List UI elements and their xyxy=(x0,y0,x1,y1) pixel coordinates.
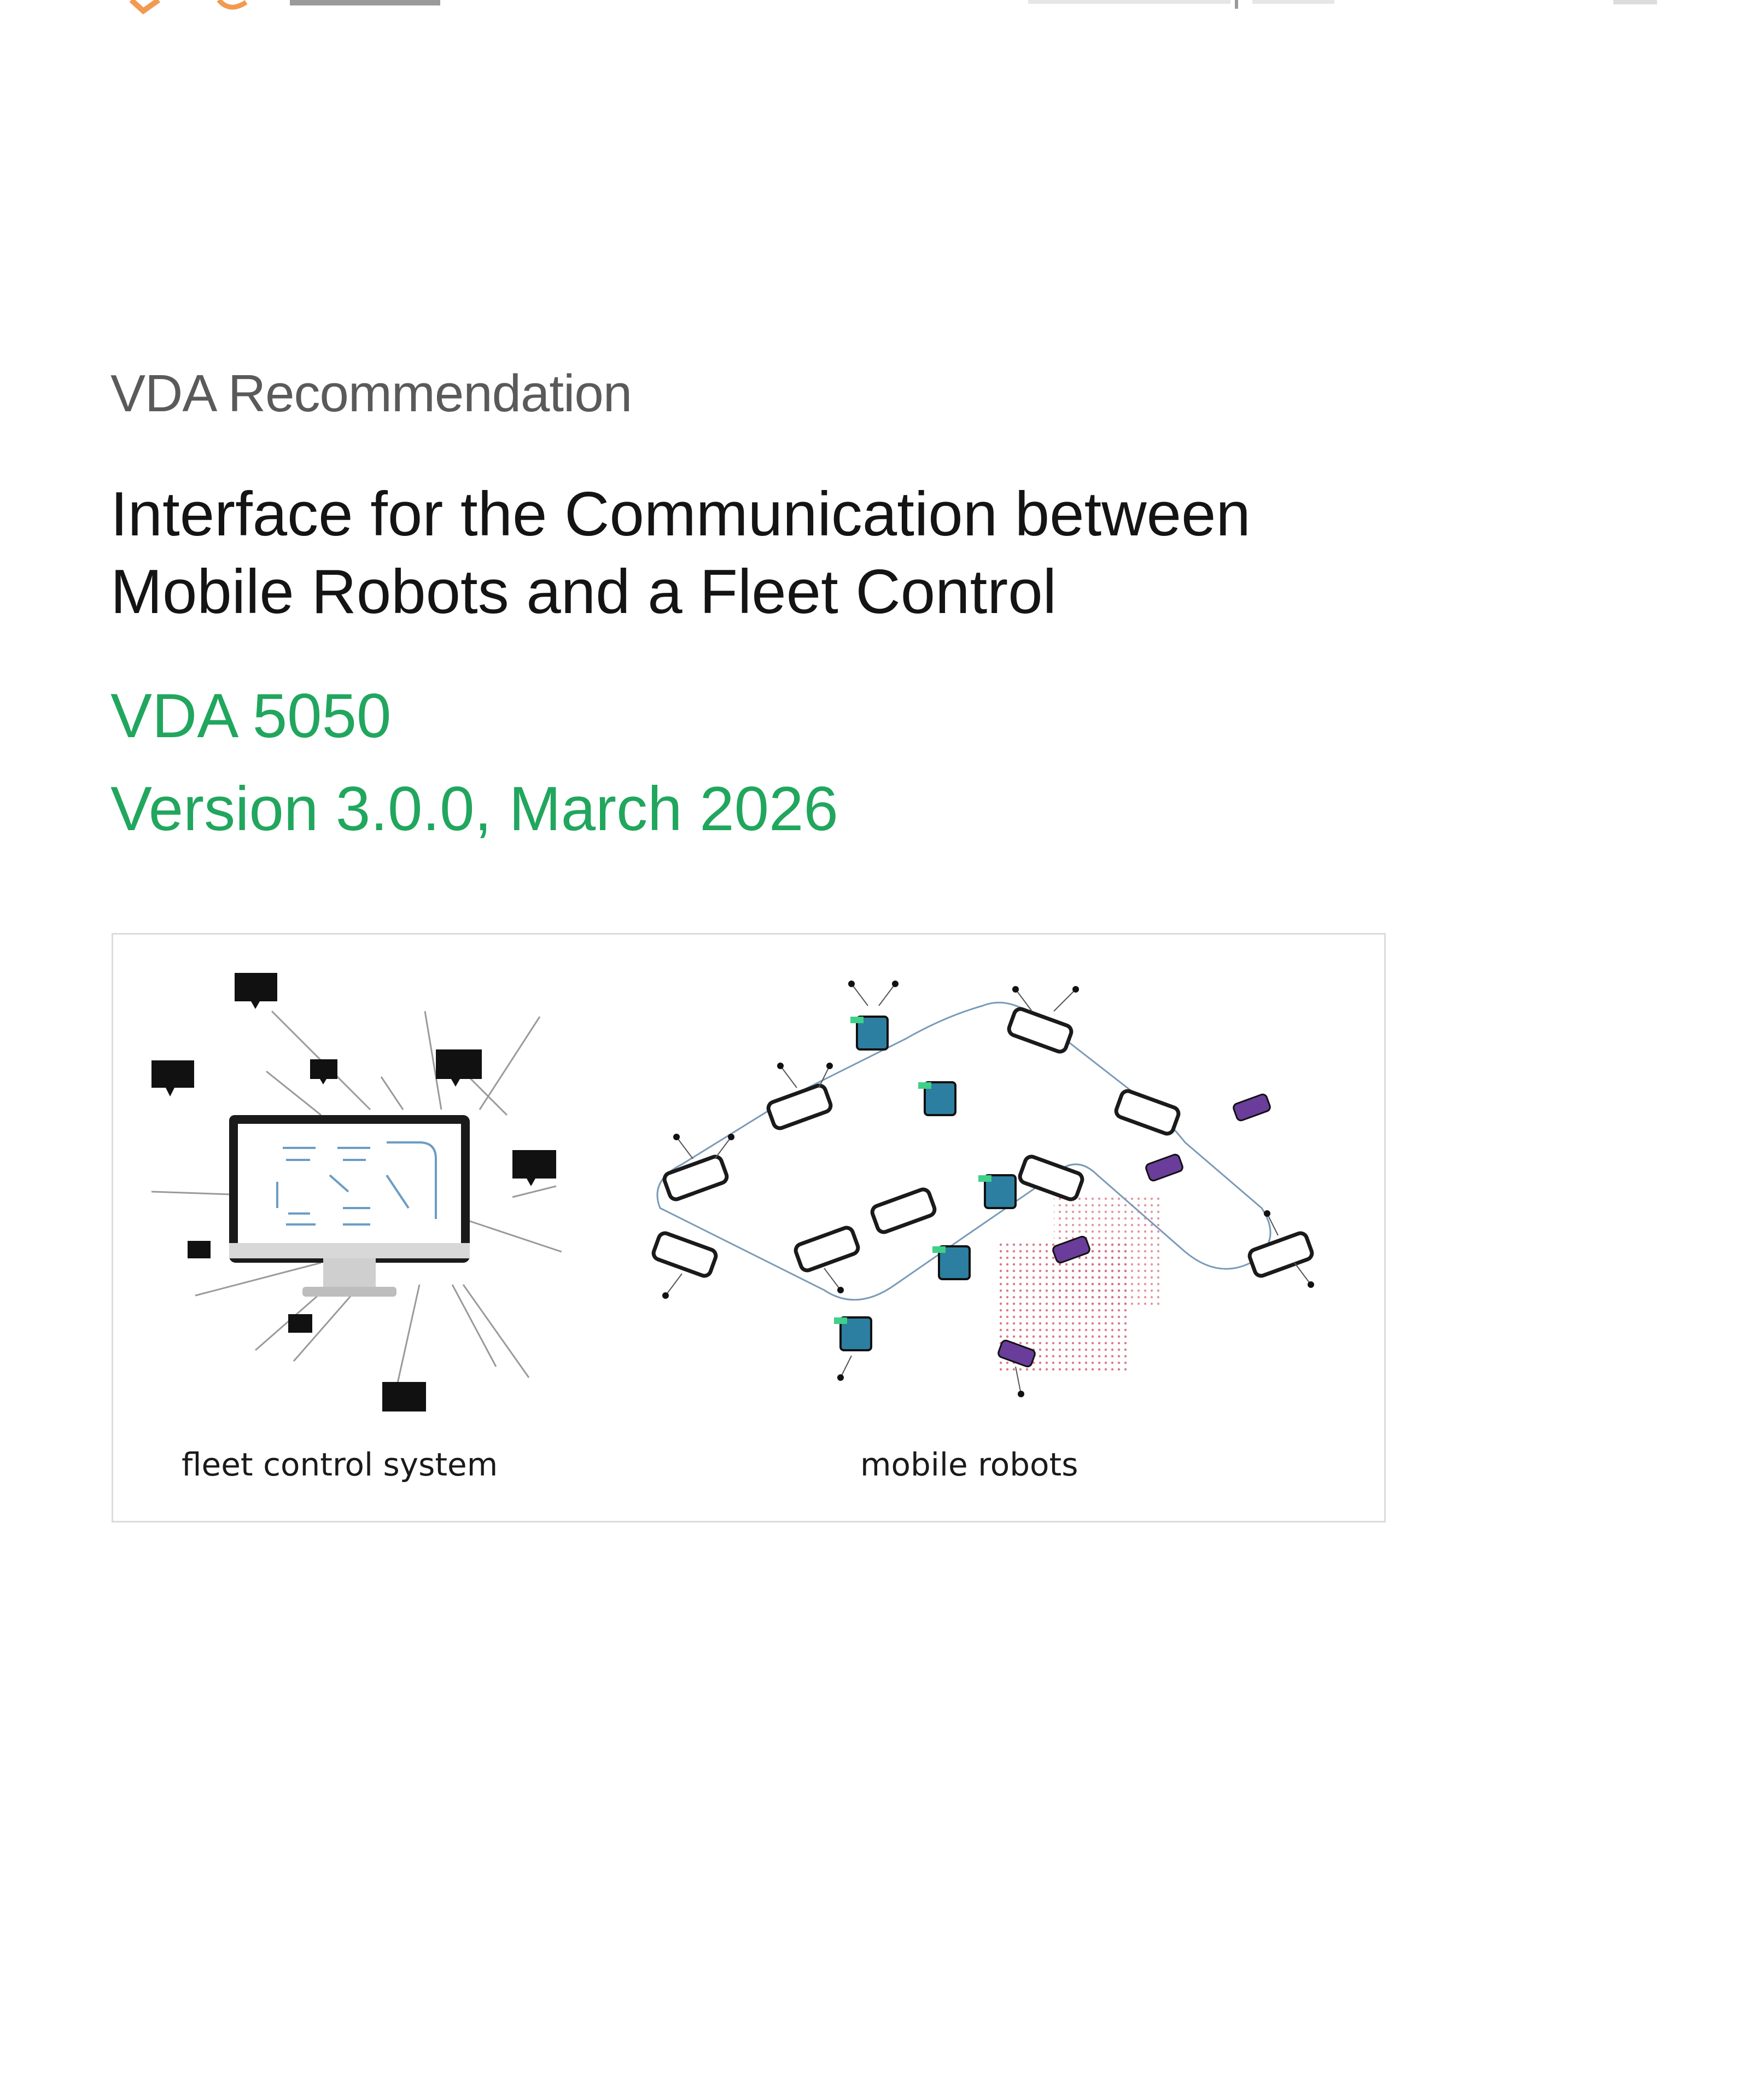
header-logo-strip xyxy=(0,0,1750,14)
title-line-2: Mobile Robots and a Fleet Control xyxy=(110,557,1057,627)
title-line-1: Interface for the Communication between xyxy=(110,480,1251,549)
document-type-label: VDA Recommendation xyxy=(110,364,632,423)
robot-fleet-icon xyxy=(651,981,1314,1397)
computer-monitor-icon xyxy=(151,973,562,1411)
mobile-robots-caption: mobile robots xyxy=(860,1446,1078,1483)
version-date: Version 3.0.0, March 2026 xyxy=(110,774,838,844)
cover-figure: fleet control system mobile robots xyxy=(112,933,1386,1522)
standard-number: VDA 5050 xyxy=(110,681,392,751)
document-title: Interface for the Communication between … xyxy=(110,476,1251,631)
vda-logo-icon xyxy=(129,0,1657,14)
fleet-control-caption: fleet control system xyxy=(182,1446,498,1483)
